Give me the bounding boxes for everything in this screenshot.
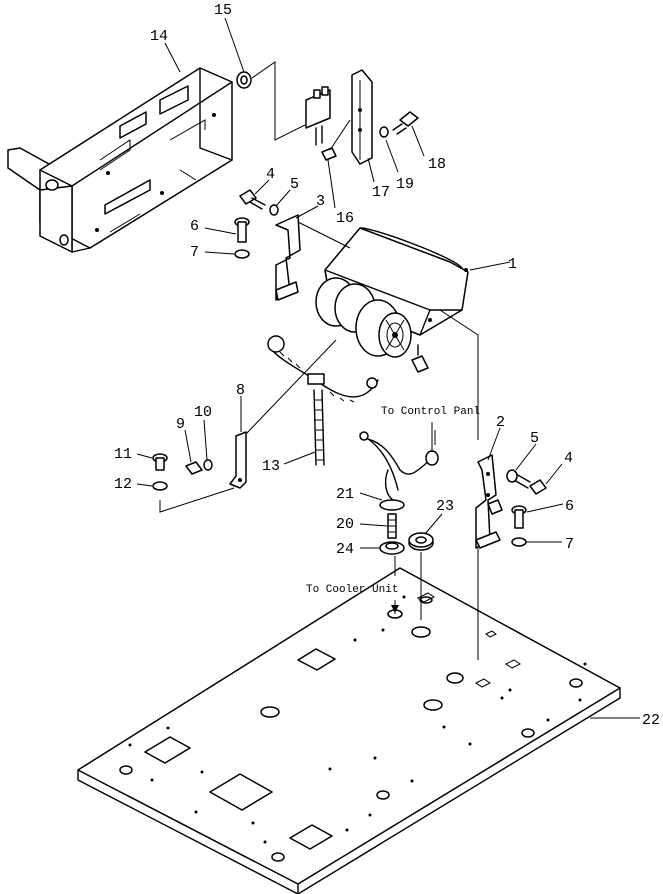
callout-24: 24 (336, 541, 354, 558)
to-cooler-unit-note: To Cooler Unit (306, 584, 398, 596)
leader-lines (136, 17, 640, 719)
clip-24 (379, 541, 405, 555)
callout-10: 10 (194, 404, 212, 421)
drain-hose (267, 335, 379, 466)
bolt-6-left (234, 217, 250, 243)
callout-20: 20 (336, 516, 354, 533)
bolt-4-right (513, 473, 547, 495)
grommet-23 (408, 532, 434, 551)
callout-labels: 1 2 3 4 4 5 5 6 6 7 7 8 9 10 11 12 13 14… (114, 2, 660, 729)
callout-21: 21 (336, 486, 354, 503)
bolt-4-left (239, 189, 266, 210)
blower-unit (315, 227, 469, 358)
callout-12: 12 (114, 476, 132, 493)
bracket-8 (229, 431, 247, 489)
callout-5-left: 5 (290, 176, 299, 193)
blower-connector (411, 344, 429, 373)
callout-5-right: 5 (530, 430, 539, 447)
bolt-18 (392, 111, 419, 135)
callout-11: 11 (114, 446, 132, 463)
nut-2 (487, 499, 503, 515)
sensor-wire (359, 431, 439, 511)
callout-14: 14 (150, 28, 168, 45)
callout-6-right: 6 (565, 498, 574, 515)
washer-7-right (511, 537, 527, 547)
switch (305, 86, 337, 161)
callout-4-right: 4 (564, 450, 573, 467)
washer-5-right (506, 469, 518, 483)
callout-3: 3 (316, 193, 325, 210)
washer-12 (152, 481, 168, 491)
callout-16: 16 (336, 210, 354, 227)
to-control-panel-note: To Control Panl (381, 406, 480, 418)
callout-2: 2 (496, 414, 505, 431)
callout-7-left: 7 (190, 244, 199, 261)
callout-8: 8 (236, 382, 245, 399)
washer-10 (203, 459, 213, 471)
callout-7-right: 7 (565, 536, 574, 553)
switch-bracket (351, 69, 373, 165)
floor-plate (77, 567, 621, 894)
callout-18: 18 (428, 156, 446, 173)
nut-9 (185, 461, 203, 475)
washer-19 (379, 126, 389, 138)
washer-7-left (234, 249, 250, 259)
bracket-2 (475, 454, 501, 549)
frame-bracket (7, 67, 233, 253)
bolt-6-right (511, 505, 527, 529)
callout-9: 9 (176, 416, 185, 433)
callout-15: 15 (214, 2, 232, 19)
callout-6-left: 6 (190, 218, 199, 235)
sensor-20 (387, 513, 397, 539)
callout-1: 1 (508, 256, 517, 273)
callout-4-left: 4 (266, 166, 275, 183)
callout-13: 13 (262, 458, 280, 475)
bracket-3 (275, 214, 301, 301)
bolt-11 (152, 453, 168, 471)
grommet (236, 71, 252, 89)
callout-22: 22 (642, 712, 660, 729)
washer-5-left (269, 204, 279, 216)
callout-19: 19 (396, 176, 414, 193)
callout-23: 23 (436, 498, 454, 515)
callout-17: 17 (372, 184, 390, 201)
